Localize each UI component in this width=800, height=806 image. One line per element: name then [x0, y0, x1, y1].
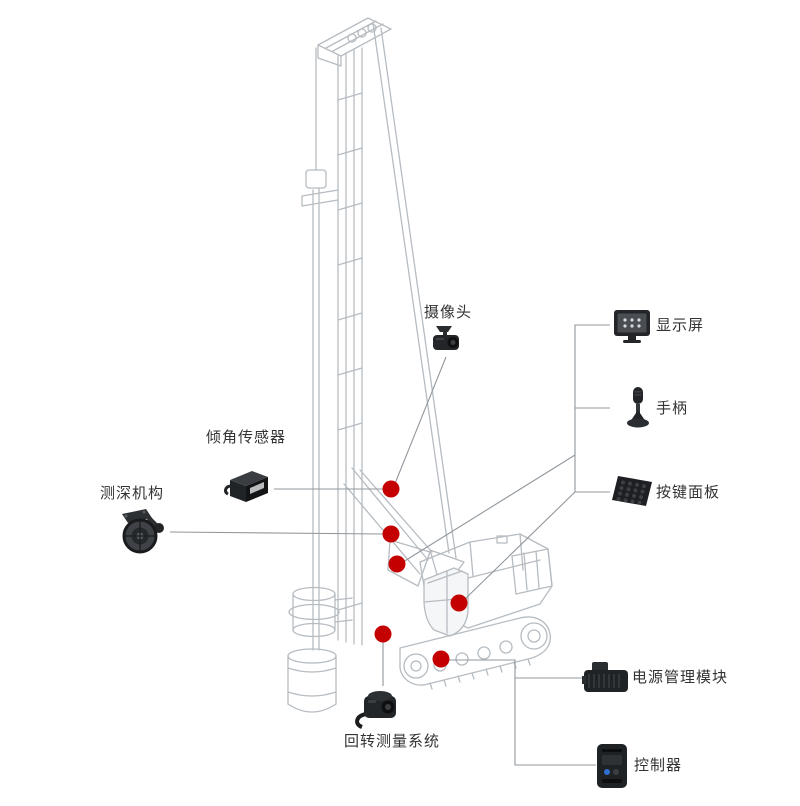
leader-lines	[169, 324, 610, 766]
power-module-label: 电源管理模块	[632, 668, 729, 686]
marker-mast-lower	[388, 555, 406, 573]
leader-controller	[448, 659, 596, 766]
controller-label: 控制器	[634, 756, 683, 774]
display-label: 显示屏	[656, 316, 705, 334]
marker-dots	[374, 480, 468, 668]
tilt-sensor-label: 倾角传感器	[206, 428, 287, 446]
joystick-label: 手柄	[656, 399, 689, 417]
camera-icon	[433, 326, 459, 350]
marker-track	[432, 650, 450, 668]
keypad-icon	[612, 476, 652, 506]
leader-mast-lower	[402, 454, 576, 563]
depth-mechanism-icon	[122, 509, 164, 554]
tilt-sensor-icon	[224, 471, 268, 502]
power-module-icon	[582, 662, 628, 692]
camera-label: 摄像头	[424, 303, 473, 321]
controller-icon	[597, 744, 627, 788]
marker-rotary-base	[374, 625, 392, 643]
depth-mechanism-label: 测深机构	[100, 484, 165, 502]
marker-mast-upper	[382, 480, 400, 498]
display-icon	[614, 310, 650, 343]
marker-cab	[450, 594, 468, 612]
joystick-icon	[627, 387, 649, 428]
marker-mast-middle	[382, 525, 400, 543]
rotary-system-icon	[355, 691, 396, 729]
rig-line-art	[287, 17, 553, 713]
leader-depth-mechanism	[169, 531, 384, 535]
leader-cab	[463, 491, 576, 601]
rotary-system-label: 回转测量系统	[344, 732, 441, 750]
leader-camera	[393, 356, 447, 487]
keypad-label: 按键面板	[656, 483, 721, 501]
